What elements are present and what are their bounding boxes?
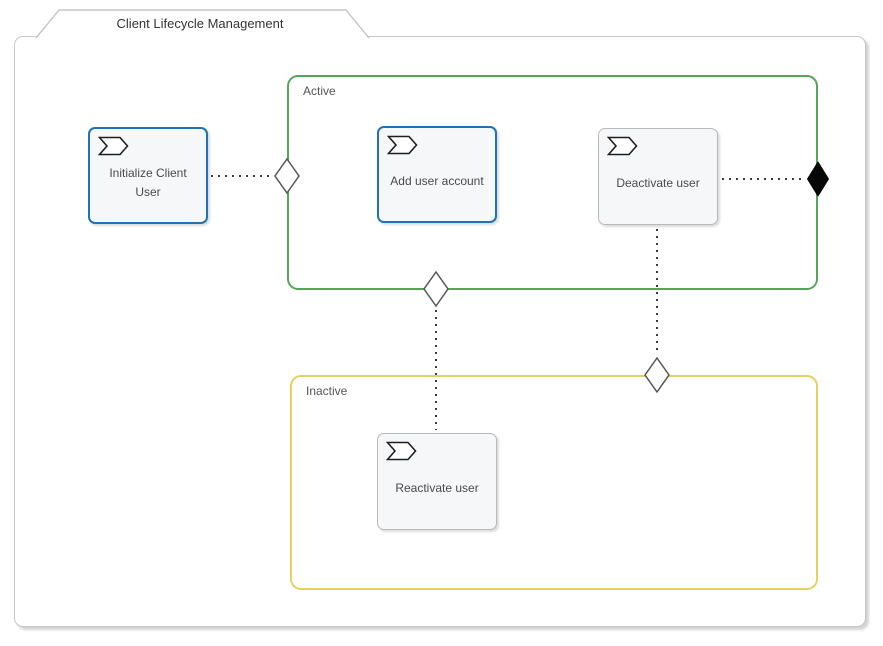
task-label: Add user account: [390, 174, 484, 189]
group-inactive[interactable]: Inactive: [290, 375, 818, 590]
pennant-icon: [607, 136, 638, 156]
title-tab-shape: [35, 9, 370, 39]
task-reactivate-user[interactable]: Reactivate user: [377, 433, 497, 530]
pennant-icon: [387, 135, 418, 155]
task-initialize-client-user[interactable]: Initialize Client User: [88, 127, 208, 224]
task-deactivate-user[interactable]: Deactivate user: [598, 128, 718, 225]
group-active-label: Active: [303, 84, 336, 98]
task-add-user-account[interactable]: Add user account: [377, 126, 497, 223]
pennant-icon: [98, 136, 129, 156]
pennant-icon: [386, 441, 417, 461]
task-label: Initialize Client User: [109, 165, 187, 199]
task-label: Deactivate user: [616, 176, 700, 191]
diagram-title: Client Lifecycle Management: [116, 15, 284, 31]
group-inactive-label: Inactive: [306, 384, 348, 398]
group-active[interactable]: Active: [287, 75, 818, 290]
task-label: Reactivate user: [395, 481, 479, 496]
